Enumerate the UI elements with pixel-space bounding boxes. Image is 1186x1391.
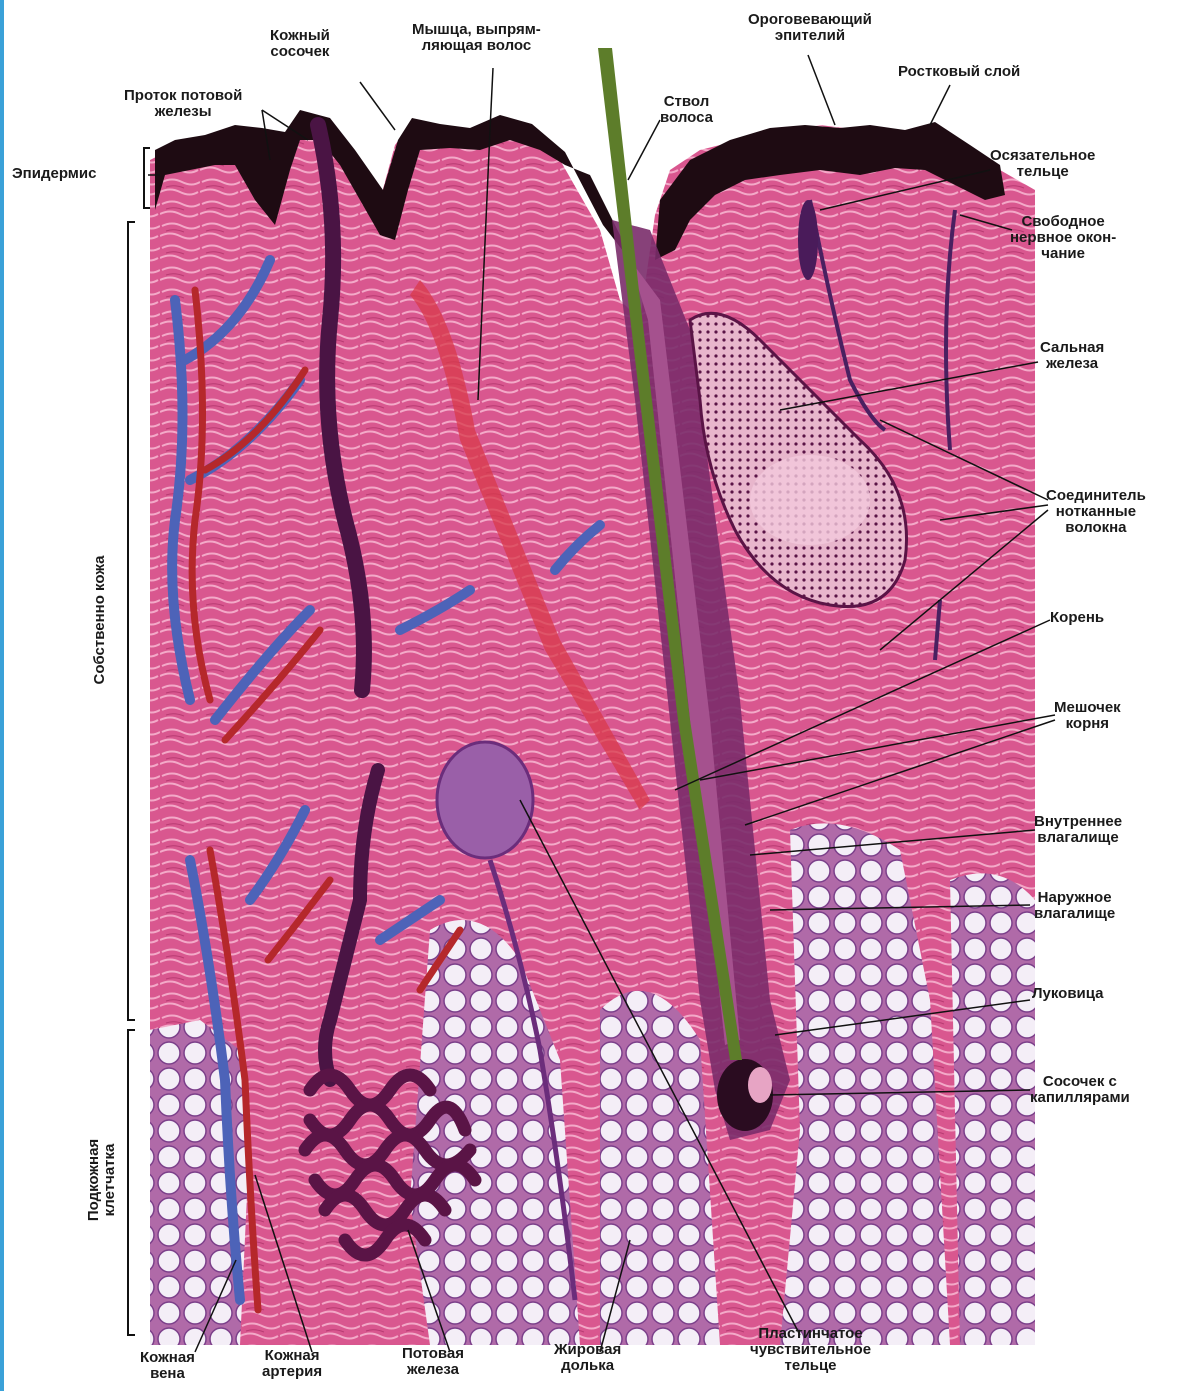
label-outer-sheath: Наружноевлагалище	[1034, 890, 1115, 922]
label-bulb: Луковица	[1032, 986, 1104, 1002]
label-hair-shaft: Стволволоса	[660, 94, 713, 126]
label-hair-muscle: Мышца, выпрям-ляющая волос	[412, 22, 541, 54]
label-fat-lobule: Жироваядолька	[554, 1342, 621, 1374]
papilla-capillaries	[748, 1067, 772, 1103]
label-germinal-layer: Ростковый слой	[898, 64, 1020, 80]
region-brackets	[128, 148, 150, 1335]
label-skin-artery: Кожнаяартерия	[262, 1348, 322, 1380]
fat-lobule-far-right	[950, 873, 1035, 1345]
label-papilla-caps: Сосочек скапиллярами	[1030, 1074, 1130, 1106]
label-subcutis: Подкожнаяклетчатка	[86, 1130, 118, 1230]
label-epidermis: Эпидермис	[12, 166, 96, 182]
label-tactile-body: Осязательноетельце	[990, 148, 1095, 180]
label-connective: Соединительнотканныеволокна	[1046, 488, 1146, 536]
label-sebaceous: Сальнаяжелеза	[1040, 340, 1104, 372]
label-root-sac: Мешочеккорня	[1054, 700, 1121, 732]
label-free-nerve: Свободноенервное окон-чание	[1010, 214, 1116, 262]
tactile-corpuscle	[798, 200, 818, 280]
label-sweat-duct: Проток потовойжелезы	[124, 88, 242, 120]
lamellar-corpuscle	[437, 742, 533, 858]
label-skin-papilla: Кожныйсосочек	[270, 28, 330, 60]
frame-edge	[0, 0, 4, 1391]
label-sweat-gland: Потоваяжелеза	[402, 1346, 464, 1378]
label-root: Корень	[1050, 610, 1104, 626]
sebaceous-core	[750, 455, 870, 545]
label-dermis-proper: Собственно кожа	[92, 550, 108, 690]
label-keratin-epithelium: Ороговевающийэпителий	[748, 12, 872, 44]
label-lamellar: Пластинчатоечувствительноетельце	[750, 1326, 871, 1374]
label-skin-vein: Кожнаявена	[140, 1350, 195, 1382]
label-inner-sheath: Внутреннеевлагалище	[1034, 814, 1122, 846]
